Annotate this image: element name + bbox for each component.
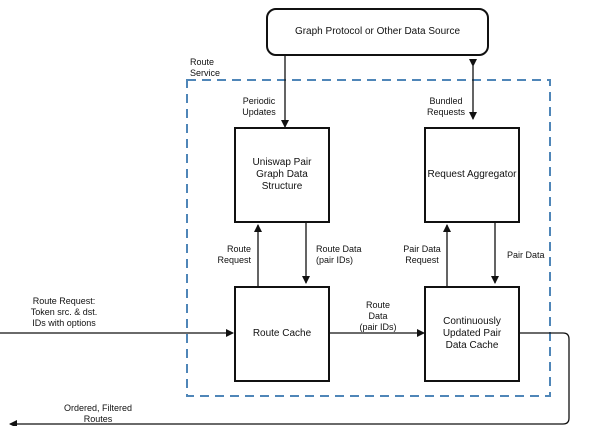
pair-data-cache-box: Continuously Updated Pair Data Cache (424, 286, 520, 382)
pair-data-label: Pair Data (507, 250, 545, 260)
pair-graph-label: Uniswap Pair Graph Data Structure (252, 157, 312, 192)
pair-data-request-label: Pair Data Request (403, 244, 441, 265)
output-routes-label: Ordered, Filtered Routes (63, 403, 133, 424)
route-cache-box: Route Cache (234, 286, 330, 382)
pair-graph-box: Uniswap Pair Graph Data Structure (234, 127, 330, 223)
request-aggregator-label: Request Aggregator (427, 169, 517, 180)
route-service-label: Route Service (190, 57, 221, 78)
periodic-updates-label: Periodic Updates (242, 96, 276, 117)
input-request-label: Route Request: Token src. & dst. IDs wit… (30, 296, 98, 328)
route-request-label: Route Request (217, 244, 251, 265)
route-data-mid-label: Route Data (pair IDs) (359, 300, 397, 332)
bundled-requests-label: Bundled Requests (426, 96, 466, 117)
route-cache-label: Route Cache (252, 328, 312, 339)
arrow-output-routes (9, 332, 570, 426)
request-aggregator-box: Request Aggregator (424, 127, 520, 223)
pair-data-cache-label: Continuously Updated Pair Data Cache (442, 316, 502, 351)
data-source-label: Graph Protocol or Other Data Source (294, 26, 461, 37)
route-data-label: Route Data (pair IDs) (316, 244, 362, 265)
data-source-box: Graph Protocol or Other Data Source (266, 8, 489, 56)
route-service-boundary (186, 79, 551, 397)
